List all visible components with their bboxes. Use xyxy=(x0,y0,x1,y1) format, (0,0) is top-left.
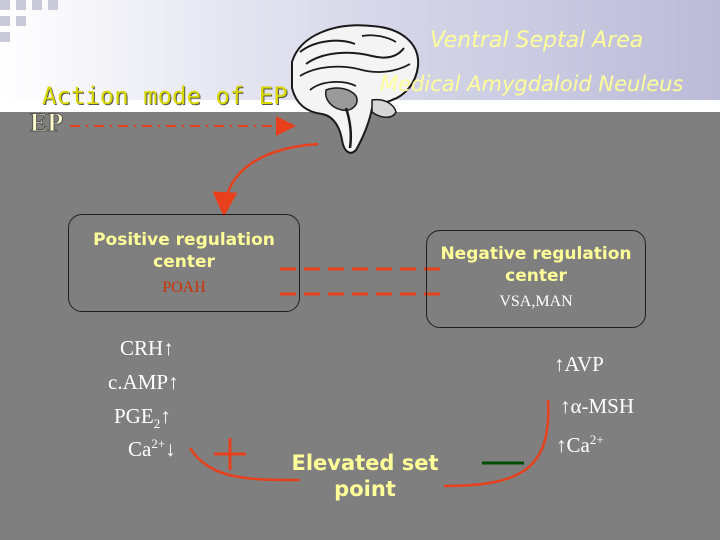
brain-fold xyxy=(305,47,405,65)
brain-fold xyxy=(361,34,397,43)
title-action-mode: Action mode of EP xyxy=(42,82,288,110)
decor-square xyxy=(0,0,10,10)
elevated-line1: Elevated set xyxy=(291,451,439,475)
positive-title-line2: center xyxy=(153,252,215,272)
positive-regulation-box: Positive regulation center POAH xyxy=(68,214,300,312)
positive-regulation-sub: POAH xyxy=(162,279,206,296)
msh-text: α-MSH xyxy=(570,394,635,418)
up-arrow-icon: ↑ xyxy=(168,370,179,394)
crh-text: CRH xyxy=(120,336,164,360)
down-arrow-icon: ↓ xyxy=(165,437,176,461)
positive-regulation-title: Positive regulation center xyxy=(69,229,299,273)
ca-superscript: 2+ xyxy=(589,432,604,447)
title-ventral-septal-area: Ventral Septal Area xyxy=(430,28,644,53)
brain-fold xyxy=(299,63,411,77)
mediator-msh: ↑α-MSH xyxy=(560,394,634,419)
ca-text: Ca xyxy=(128,437,152,461)
negative-title-line2: center xyxy=(505,266,567,286)
ca-superscript: 2+ xyxy=(151,436,166,451)
mediator-ca-left: Ca2+↓ xyxy=(128,436,176,462)
negative-regulation-sub: VSA,MAN xyxy=(499,293,573,310)
brain-fold xyxy=(299,39,356,53)
elevated-line2: point xyxy=(334,477,396,501)
label-ep: EP xyxy=(29,108,64,138)
avp-text: AVP xyxy=(564,352,604,376)
mediator-avp: ↑AVP xyxy=(554,352,604,377)
mediator-ca-right: ↑Ca2+ xyxy=(556,432,604,458)
left-to-elevated-curve xyxy=(188,447,301,482)
mediator-crh: CRH↑ xyxy=(120,336,174,361)
mediator-pge2: PGE2↑ xyxy=(114,404,171,432)
up-arrow-icon: ↑ xyxy=(556,433,567,457)
negative-regulation-box: Negative regulation center VSA,MAN xyxy=(426,230,646,328)
up-arrow-icon: ↑ xyxy=(554,352,565,376)
pge-subscript: 2 xyxy=(153,416,161,432)
content-area xyxy=(0,112,720,540)
right-to-elevated-curve xyxy=(443,399,550,488)
negative-title-line1: Negative regulation xyxy=(440,244,632,264)
cerebellum xyxy=(371,98,397,118)
decor-square xyxy=(16,16,26,26)
up-arrow-icon: ↑ xyxy=(160,404,171,428)
camp-text: c.AMP xyxy=(108,370,169,394)
negative-regulation-title: Negative regulation center xyxy=(427,243,645,287)
up-arrow-icon: ↑ xyxy=(560,394,571,418)
brain-illustration xyxy=(291,24,420,154)
brainstem xyxy=(344,107,353,149)
brain-fold xyxy=(309,81,357,91)
brain-to-positive-curve xyxy=(212,142,319,217)
decor-square xyxy=(32,0,42,10)
pge-text: PGE xyxy=(114,404,154,428)
title-medical-amygdaloid: Medical Amygdaloid Neuleus xyxy=(380,72,684,96)
decor-square xyxy=(48,0,58,10)
positive-title-line1: Positive regulation xyxy=(93,230,275,250)
ca-text: Ca xyxy=(566,433,590,457)
mediator-camp: c.AMP↑ xyxy=(108,370,179,395)
decor-square xyxy=(0,32,10,42)
decor-square xyxy=(16,0,26,10)
up-arrow-icon: ↑ xyxy=(163,336,174,360)
elevated-set-point: Elevated set point xyxy=(285,450,445,502)
brain-core xyxy=(324,87,358,112)
decor-square xyxy=(0,16,10,26)
